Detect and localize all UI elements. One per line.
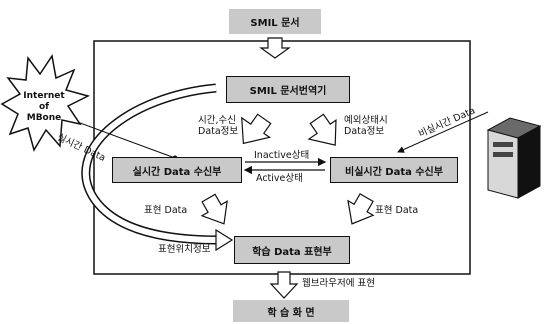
realtime-data-line (71, 119, 176, 159)
explosion-burst-icon (0, 54, 91, 152)
display-position-info-label: 표현위치정보 (158, 244, 211, 255)
smil-document-node: SMIL 문서 (229, 9, 321, 34)
display-data-left-label: 표현 Data (144, 205, 188, 216)
block-arrow-display-to-screen (269, 271, 299, 299)
curved-arrow-head (215, 228, 234, 252)
nonrealtime-data-line (397, 111, 489, 153)
block-arrow-nonrealtime-to-display (347, 193, 375, 225)
block-arrow-interpreter-to-realtime (241, 113, 272, 145)
smil-interpreter-node: SMIL 문서번역기 (226, 76, 350, 103)
learning-screen-node: 학 습 화 면 (233, 300, 349, 322)
internet-mbone-label: Internet of MBone (23, 91, 65, 123)
curved-arrow-position-info-inner (82, 85, 219, 243)
exception-state-info-label: 예외상태시 Data정보 (344, 115, 388, 137)
display-data-right-label: 표현 Data (375, 205, 419, 216)
block-arrow-doc-to-interpreter (259, 37, 291, 59)
block-arrow-interpreter-to-nonrealtime (307, 113, 337, 146)
computer-tower-icon (486, 117, 542, 199)
block-arrow-realtime-to-display (200, 193, 228, 225)
browser-display-label: 웹브라우저에 표현 (302, 278, 375, 289)
nonrealtime-receiver-node: 비실시간 Data 수신부 (330, 157, 458, 183)
active-state-label: Active상태 (256, 173, 303, 184)
time-receive-info-label: 시간,수신 Data정보 (198, 115, 239, 137)
learning-display-node: 학습 Data 표현부 (234, 236, 350, 264)
inactive-state-label: Inactive상태 (254, 150, 310, 161)
realtime-receiver-node: 실시간 Data 수신부 (112, 157, 242, 183)
